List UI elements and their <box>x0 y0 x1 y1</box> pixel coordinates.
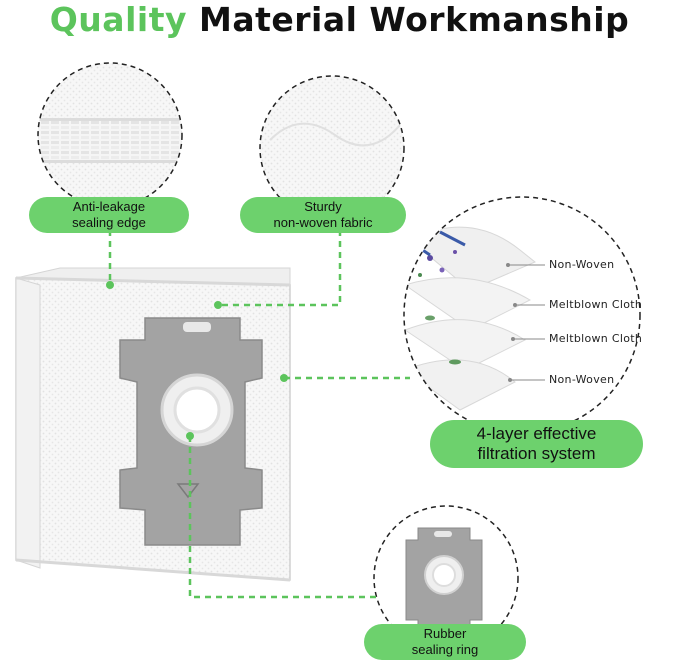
page-title: Quality Material Workmanship <box>0 0 679 40</box>
rubber-ring-label: Rubber sealing ring <box>411 626 479 657</box>
filtration-label: 4-layer effective filtration system <box>476 423 597 463</box>
rubber-ring-callout: Rubber sealing ring <box>364 624 526 660</box>
filtration-callout: 4-layer effective filtration system <box>430 420 643 468</box>
cardboard-plate <box>119 317 263 546</box>
anti-leakage-callout: Anti-leakage sealing edge <box>29 197 189 233</box>
title-accent-word: Quality <box>49 0 187 39</box>
filtration-layers-zoom <box>403 196 641 434</box>
fabric-callout: Sturdy non-woven fabric <box>240 197 406 233</box>
title-rest-words: Material Workmanship <box>198 0 630 39</box>
sealing-edge-zoom <box>37 62 183 208</box>
layer-label-4: Non-Woven <box>549 373 615 386</box>
layer-label-2: Meltblown Cloth <box>549 298 643 311</box>
anti-leakage-label: Anti-leakage sealing edge <box>72 199 146 230</box>
fabric-label: Sturdy non-woven fabric <box>273 199 373 230</box>
connector-lines <box>106 230 410 599</box>
layer-label-1: Non-Woven <box>549 258 615 271</box>
layer-label-3: Meltblown Cloth <box>549 332 643 345</box>
fabric-zoom <box>259 75 405 221</box>
